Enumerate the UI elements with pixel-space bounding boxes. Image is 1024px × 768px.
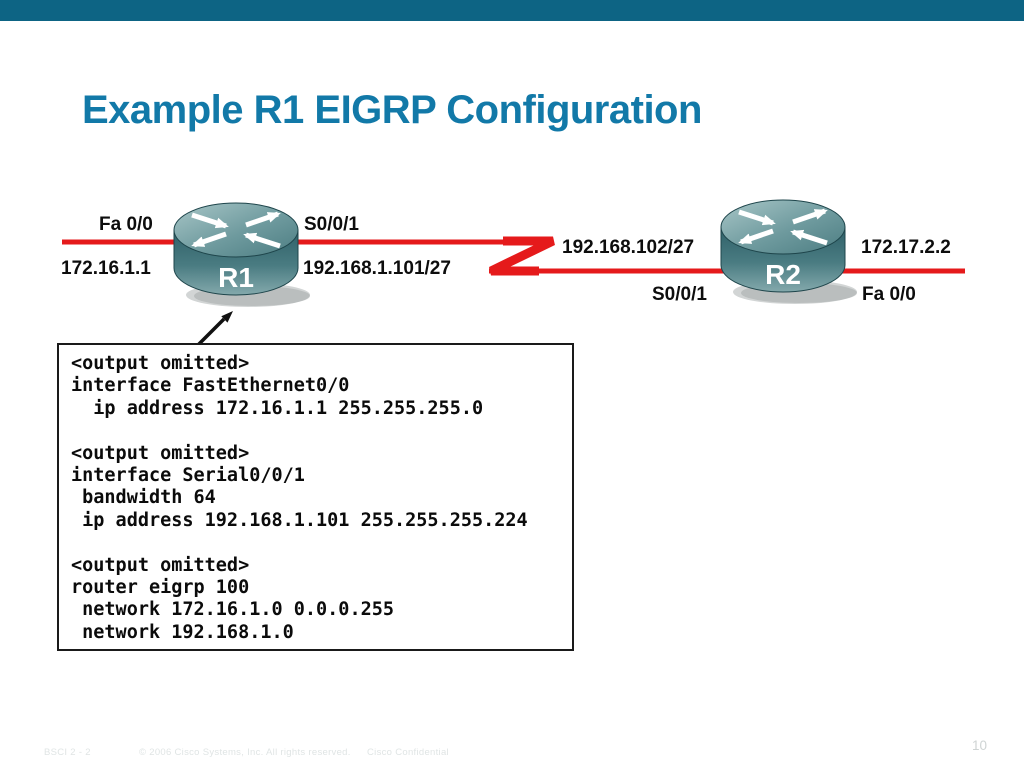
r2-serial-interface-label: S0/0/1	[652, 284, 707, 305]
r1-left-interface-label: Fa 0/0	[99, 214, 153, 235]
page-title: Example R1 EIGRP Configuration	[82, 88, 702, 132]
r1-serial-ip-label: 192.168.1.101/27	[303, 258, 451, 279]
top-accent-bar	[0, 0, 1024, 21]
r1-serial-interface-label: S0/0/1	[304, 214, 359, 235]
router-r2-icon: R2	[720, 199, 857, 304]
r2-right-interface-label: Fa 0/0	[862, 284, 916, 305]
config-output-box: <output omitted> interface FastEthernet0…	[57, 343, 574, 651]
callout-arrow	[195, 311, 233, 348]
r2-right-ip-label: 172.17.2.2	[861, 237, 951, 258]
router-r1-icon: R1	[173, 202, 310, 307]
router-r2-label: R2	[765, 259, 801, 290]
footer-course-code: BSCI 2 - 2	[44, 747, 91, 758]
serial-bolt-icon	[489, 236, 555, 276]
footer-confidential: Cisco Confidential	[367, 747, 449, 758]
page-number: 10	[972, 738, 988, 753]
router-r1-label: R1	[218, 262, 254, 293]
config-output-text: <output omitted> interface FastEthernet0…	[71, 353, 528, 643]
r1-left-ip-label: 172.16.1.1	[61, 258, 151, 279]
serial-network-label: 192.168.102/27	[562, 237, 695, 258]
footer-copyright: © 2006 Cisco Systems, Inc. All rights re…	[139, 747, 351, 758]
